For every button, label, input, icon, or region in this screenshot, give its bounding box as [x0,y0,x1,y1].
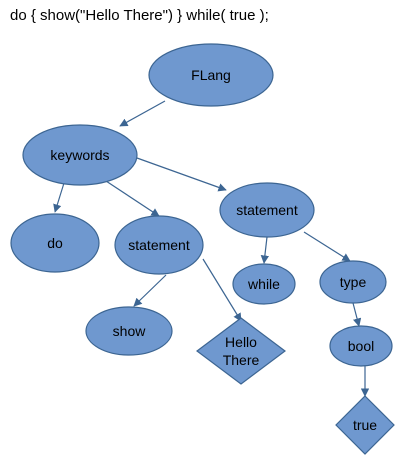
node-statement-right-ellipse [219,182,315,238]
edge-flang-to-keywords [119,100,166,127]
edges [53,100,370,397]
node-show: show [85,306,173,356]
node-hello-there-diamond [196,317,286,385]
node-type-label: type [340,274,367,290]
node-show-label: show [113,323,147,339]
node-show-label-line: show [113,323,147,339]
node-bool-ellipse [329,325,393,367]
edge-statement-left-to-show [133,274,167,307]
node-while-label: while [247,276,280,292]
node-true-diamond [335,395,395,455]
node-true-label: true [353,417,377,433]
node-while-ellipse [232,263,296,305]
node-flang-label-line: FLang [191,67,231,83]
node-type: type [319,260,387,304]
node-bool: bool [329,325,393,367]
edge-type-to-bool [352,302,362,327]
node-statement-left-ellipse [114,215,204,275]
node-statement-left-label-line: statement [128,237,190,253]
node-true: true [335,395,395,455]
node-flang: FLang [148,43,274,107]
node-do-ellipse [10,213,100,273]
nodes: FLang keywords do statement statement showHel… [10,43,395,455]
node-hello-there-label-line: Hello [225,334,257,350]
edge-keywords-to-statement-right [136,157,227,192]
node-do-label: do [47,235,63,251]
edge-statement-right-to-while [260,236,270,264]
code-snippet: do { show("Hello There") } while( true )… [10,7,269,24]
node-type-ellipse [319,260,387,304]
node-type-label-line: type [340,274,367,290]
node-show-ellipse [85,306,173,356]
edge-statement-right-to-type [303,231,351,262]
node-statement-left: statement [114,215,204,275]
node-keywords: keywords [22,124,138,186]
node-statement-right-label: statement [236,202,298,218]
node-do-label-line: do [47,235,63,251]
edge-keywords-to-statement-left [105,180,160,217]
edge-statement-left-to-hello-there [202,258,242,322]
node-flang-ellipse [148,43,274,107]
node-hello-there-label-line: There [223,352,260,368]
node-keywords-label: keywords [50,147,109,163]
node-keywords-ellipse [22,124,138,186]
node-statement-right-label-line: statement [236,202,298,218]
node-while-label-line: while [247,276,280,292]
node-do: do [10,213,100,273]
node-statement-left-label: statement [128,237,190,253]
node-statement-right: statement [219,182,315,238]
node-keywords-label-line: keywords [50,147,109,163]
node-true-label-line: true [353,417,377,433]
node-while: while [232,263,296,305]
node-bool-label: bool [348,338,374,354]
node-flang-label: FLang [191,67,231,83]
node-bool-label-line: bool [348,338,374,354]
edge-keywords-to-do [53,182,65,213]
